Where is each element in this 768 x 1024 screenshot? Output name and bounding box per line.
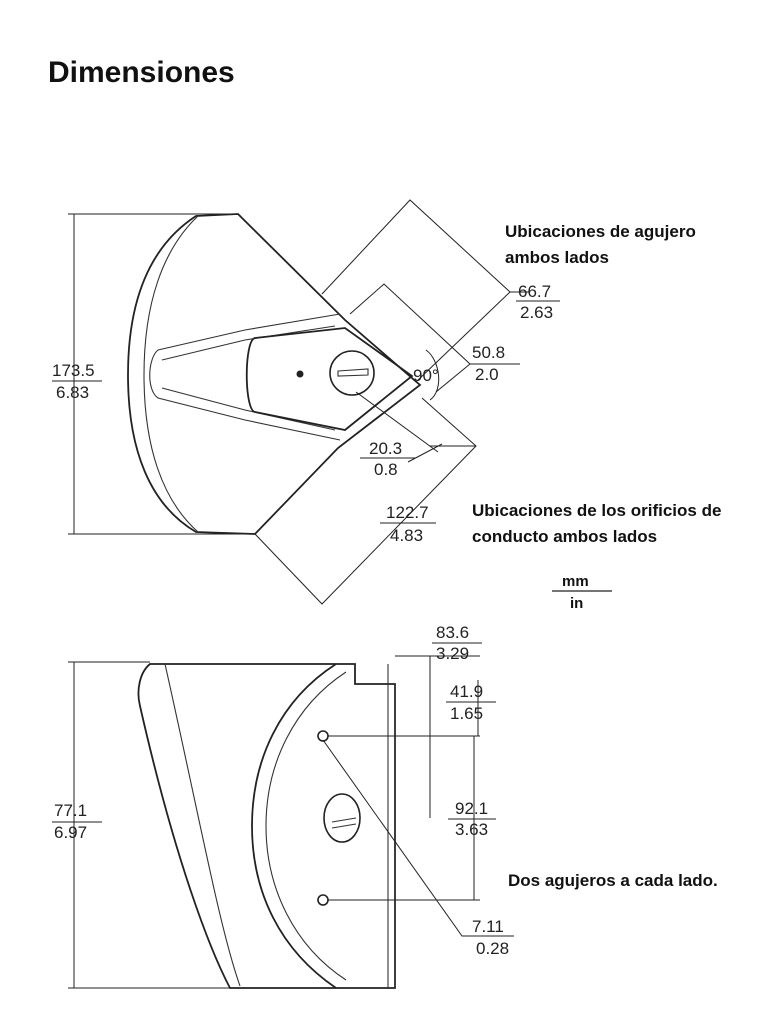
conduit-locations-line-2: conducto ambos lados bbox=[472, 527, 658, 546]
top-dim-66-in: 2.63 bbox=[520, 303, 553, 322]
side-offset-mm: 41.9 bbox=[450, 682, 483, 701]
top-dim-66-mm: 66.7 bbox=[518, 282, 551, 301]
conduit-locations-line-1: Ubicaciones de los orificios de bbox=[472, 501, 722, 520]
page-title: Dimensiones bbox=[48, 56, 235, 89]
top-dim-66 bbox=[321, 199, 530, 381]
side-housing-inner bbox=[164, 663, 241, 987]
hole-locations-note: Ubicaciones de agujero ambos lados bbox=[505, 219, 696, 271]
two-holes-note: Dos agujeros a cada lado. bbox=[508, 871, 718, 890]
top-height-mm: 173.5 bbox=[52, 361, 95, 380]
top-view: 173.5 6.83 66.7 2.63 50.8 2.0 90° 20.3 0… bbox=[52, 199, 560, 605]
side-depth-in: 3.29 bbox=[436, 644, 469, 663]
side-spacing-in: 3.63 bbox=[455, 820, 488, 839]
top-conduit-hole bbox=[329, 350, 375, 396]
top-height-in: 6.83 bbox=[56, 383, 89, 402]
top-dim-50-mm: 50.8 bbox=[472, 343, 505, 362]
side-faceplate-arc bbox=[251, 663, 337, 989]
top-angle-arc bbox=[425, 349, 440, 401]
top-angle-label: 90° bbox=[413, 366, 439, 385]
hole-locations-line-1: Ubicaciones de agujero bbox=[505, 222, 696, 241]
side-view: 77.1 6.97 83.6 3.29 41.9 1.65 92.1 3.63 … bbox=[52, 623, 514, 989]
side-rear-plate bbox=[387, 664, 396, 988]
top-faceplate bbox=[245, 327, 414, 431]
top-height-dim-line bbox=[68, 213, 255, 535]
side-spacing-mm: 92.1 bbox=[455, 799, 488, 818]
top-screw bbox=[296, 370, 304, 378]
side-height-dim-line bbox=[68, 661, 230, 989]
side-depth-dim bbox=[395, 655, 480, 818]
top-arm-inner bbox=[161, 325, 336, 431]
top-dim-122-in: 4.83 bbox=[390, 526, 423, 545]
side-height-mm: 77.1 bbox=[54, 801, 87, 820]
side-conduit-hole bbox=[323, 793, 361, 843]
side-height-in: 6.97 bbox=[54, 823, 87, 842]
top-housing-inner-curve bbox=[143, 215, 199, 533]
units-top: mm bbox=[562, 573, 589, 590]
top-dim-50-in: 2.0 bbox=[475, 365, 499, 384]
side-conduit-slot bbox=[331, 817, 357, 829]
top-dim-20 bbox=[355, 391, 443, 463]
side-hole-in: 0.28 bbox=[476, 939, 509, 958]
hole-locations-line-2: ambos lados bbox=[505, 248, 609, 267]
units-key: mm in bbox=[552, 573, 612, 612]
units-bottom: in bbox=[570, 595, 583, 612]
side-hole-leader bbox=[322, 739, 514, 937]
top-dim-122-mm: 122.7 bbox=[386, 503, 429, 522]
side-offset-in: 1.65 bbox=[450, 704, 483, 723]
side-hole-mm: 7.11 bbox=[472, 917, 504, 936]
top-housing-outline bbox=[127, 213, 422, 535]
top-dim-20-mm: 20.3 bbox=[369, 439, 402, 458]
side-hole-bottom bbox=[317, 894, 329, 906]
top-arm bbox=[149, 313, 341, 441]
top-conduit-slot bbox=[337, 368, 369, 377]
side-depth-mm: 83.6 bbox=[436, 623, 469, 642]
side-spacing-dim bbox=[328, 735, 480, 901]
conduit-locations-note: Ubicaciones de los orificios de conducto… bbox=[472, 498, 721, 550]
top-dim-20-in: 0.8 bbox=[374, 460, 398, 479]
side-faceplate-arc-inner bbox=[265, 671, 347, 981]
side-hole-top bbox=[317, 730, 329, 742]
